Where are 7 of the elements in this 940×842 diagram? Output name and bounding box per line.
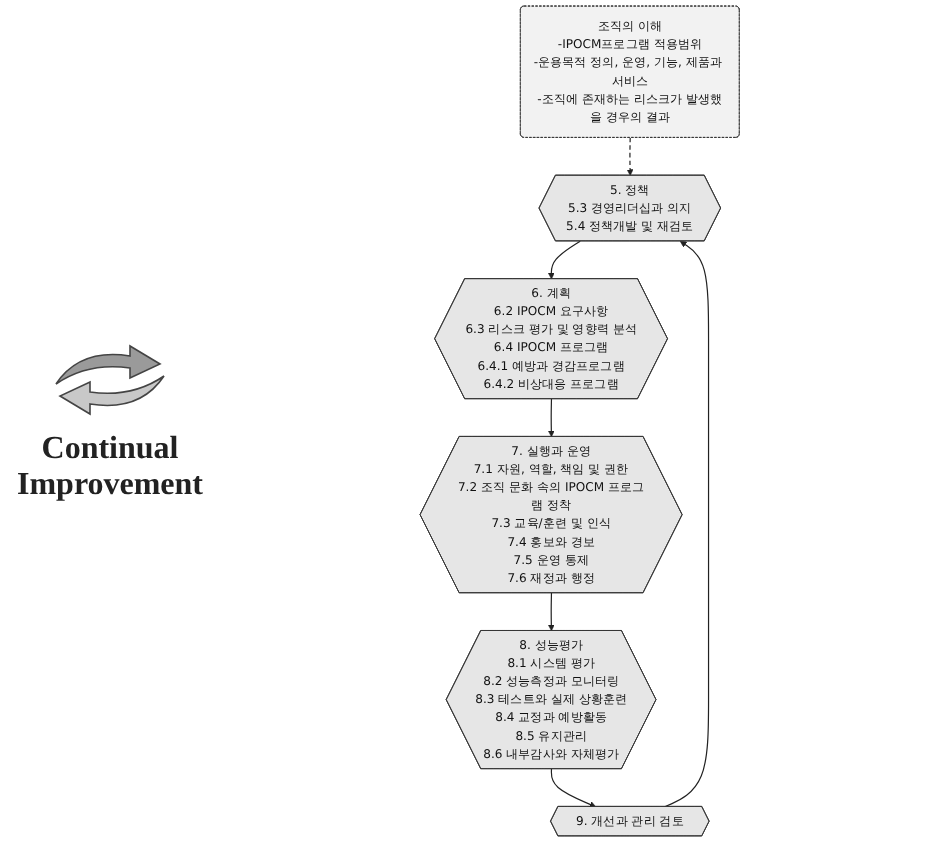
arrow — [548, 398, 555, 438]
center-label: Continual Improvement — [14, 431, 206, 503]
arrow — [627, 137, 634, 176]
arrow — [548, 240, 582, 280]
arrow — [551, 768, 597, 808]
arrow — [664, 241, 710, 808]
arrow — [548, 592, 555, 632]
